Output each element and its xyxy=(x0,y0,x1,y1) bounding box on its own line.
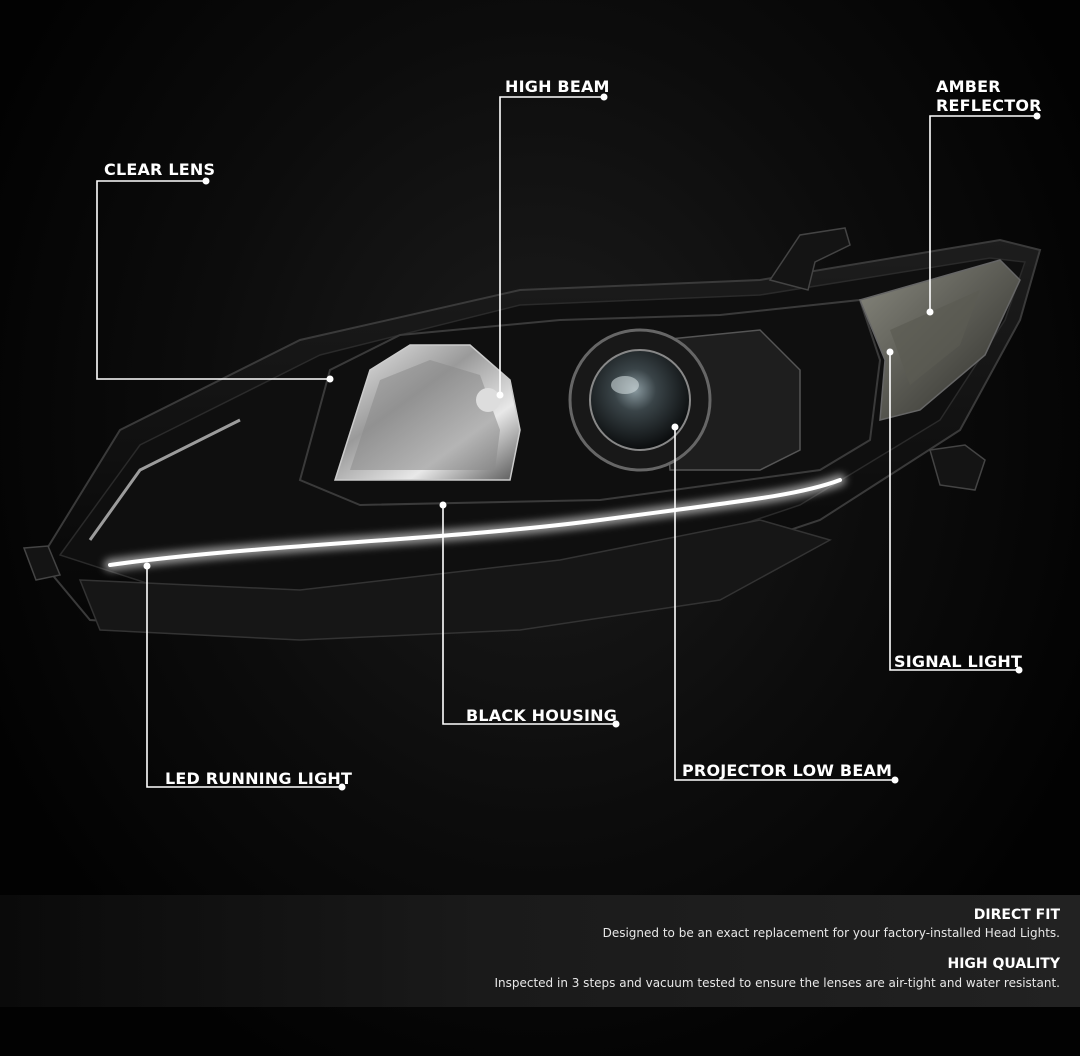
led-running-strip xyxy=(88,418,846,571)
high-beam-label: HIGH BEAM xyxy=(505,77,610,96)
headlight-body xyxy=(22,227,1042,641)
feature-band: DIRECT FIT Designed to be an exact repla… xyxy=(0,895,1080,1007)
black-housing-label: BLACK HOUSING xyxy=(466,706,618,725)
high-beam-leader xyxy=(499,96,604,395)
amber-reflector-label-line1: AMBER xyxy=(936,77,1001,96)
high-beam-reflector xyxy=(333,344,521,481)
black-housing-leader xyxy=(442,505,616,725)
callout-lines xyxy=(96,96,1037,788)
feature-description-direct-fit: Designed to be an exact replacement for … xyxy=(602,926,1060,940)
amber-reflector-leader xyxy=(929,115,1037,312)
feature-title-high-quality: HIGH QUALITY xyxy=(947,956,1061,972)
feature-title-direct-fit: DIRECT FIT xyxy=(973,907,1060,923)
projector-low-beam-label: PROJECTOR LOW BEAM xyxy=(682,761,893,780)
clear-lens-leader xyxy=(96,180,330,380)
projector-low-beam xyxy=(568,328,801,472)
amber-reflector xyxy=(858,259,1021,421)
signal-light-leader xyxy=(889,352,1019,671)
feature-description-high-quality: Inspected in 3 steps and vacuum tested t… xyxy=(494,976,1060,990)
signal-light-label: SIGNAL LIGHT xyxy=(894,652,1023,671)
callout-dots xyxy=(143,93,1041,791)
clear-lens-label: CLEAR LENS xyxy=(104,160,216,179)
led-running-light-leader xyxy=(146,566,342,788)
amber-reflector-label: AMBER REFLECTOR xyxy=(936,77,1042,115)
led-running-light-label: LED RUNNING LIGHT xyxy=(165,769,353,788)
amber-reflector-label-line2: REFLECTOR xyxy=(936,96,1042,115)
projector-low-beam-leader xyxy=(674,427,895,781)
